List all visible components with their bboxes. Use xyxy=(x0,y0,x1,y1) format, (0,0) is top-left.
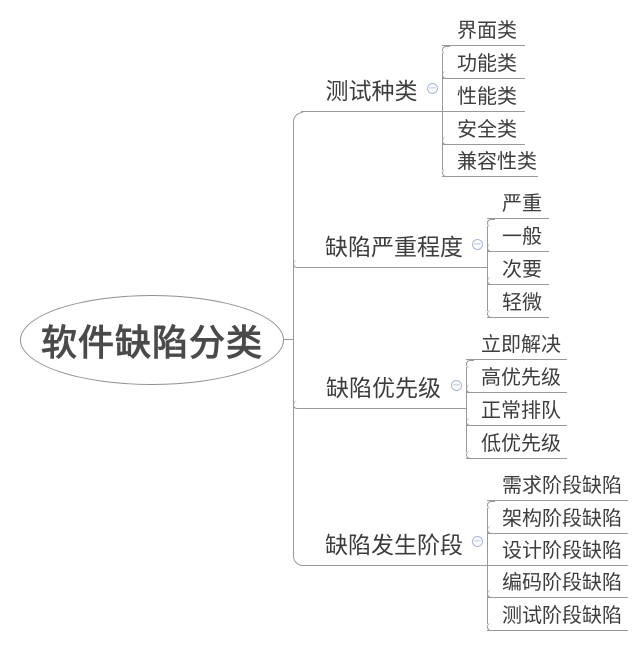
child-topic[interactable]: 次要 xyxy=(487,251,549,285)
branch-topic-label: 测试种类 xyxy=(325,78,418,105)
branch-topic-defect-severity[interactable]: 缺陷严重程度 xyxy=(301,222,487,268)
branch-topic-label: 缺陷发生阶段 xyxy=(325,532,463,559)
connector-child-trunk xyxy=(466,367,467,452)
child-topic-label: 编码阶段缺陷 xyxy=(502,570,622,594)
child-topic-label: 测试阶段缺陷 xyxy=(502,603,622,627)
child-topic[interactable]: 严重 xyxy=(487,185,549,219)
collapse-icon[interactable]: − xyxy=(451,380,462,391)
child-topic-label: 低优先级 xyxy=(481,431,561,455)
branch-topic-defect-phase[interactable]: 缺陷发生阶段 xyxy=(301,520,487,566)
child-topic[interactable]: 测试阶段缺陷 xyxy=(487,597,628,631)
root-topic[interactable]: 软件缺陷分类 xyxy=(20,295,284,385)
child-topic[interactable]: 低优先级 xyxy=(466,425,567,459)
child-topic-label: 高优先级 xyxy=(481,365,561,389)
child-topic-label: 架构阶段缺陷 xyxy=(502,506,622,530)
minus-glyph: − xyxy=(452,380,461,391)
connector-corner xyxy=(442,46,450,54)
branch-topic-defect-priority[interactable]: 缺陷优先级 xyxy=(301,363,466,409)
root-topic-label: 软件缺陷分类 xyxy=(40,323,263,364)
child-topic[interactable]: 编码阶段缺陷 xyxy=(487,564,628,598)
child-topic[interactable]: 安全类 xyxy=(442,111,525,145)
child-topic-label: 正常排队 xyxy=(481,398,561,422)
connector-corner xyxy=(293,112,303,122)
child-topic-label: 严重 xyxy=(502,191,542,215)
child-topic[interactable]: 正常排队 xyxy=(466,392,567,426)
child-topic-label: 需求阶段缺陷 xyxy=(502,473,622,497)
child-topic[interactable]: 高优先级 xyxy=(466,359,567,393)
child-topic[interactable]: 设计阶段缺陷 xyxy=(487,532,628,566)
child-topic[interactable]: 性能类 xyxy=(442,78,525,112)
child-topic[interactable]: 功能类 xyxy=(442,45,525,79)
minus-glyph: − xyxy=(473,536,482,547)
connector-main-trunk xyxy=(293,121,294,557)
collapse-icon[interactable]: − xyxy=(472,239,483,250)
child-topic[interactable]: 兼容性类 xyxy=(442,143,538,177)
child-topic-label: 性能类 xyxy=(457,84,517,108)
minus-glyph: − xyxy=(473,239,482,250)
connector-child-trunk xyxy=(487,226,488,311)
child-topic-label: 界面类 xyxy=(457,18,517,42)
child-topic[interactable]: 轻微 xyxy=(487,284,549,318)
branch-topic-test-types[interactable]: 测试种类 xyxy=(301,66,442,112)
connector-corner xyxy=(293,401,301,409)
branch-topic-label: 缺陷严重程度 xyxy=(325,234,463,261)
child-topic-label: 功能类 xyxy=(457,51,517,75)
child-topic[interactable]: 立即解决 xyxy=(466,326,567,360)
child-topic[interactable]: 界面类 xyxy=(442,12,525,46)
child-topic-label: 一般 xyxy=(502,224,542,248)
connector-root-tick xyxy=(283,339,293,340)
child-topic-label: 次要 xyxy=(502,257,542,281)
collapse-icon[interactable]: − xyxy=(472,536,483,547)
child-topic-label: 立即解决 xyxy=(481,332,561,356)
child-topic-label: 安全类 xyxy=(457,117,517,141)
child-topic[interactable]: 一般 xyxy=(487,218,549,252)
connector-corner xyxy=(487,219,495,227)
child-topic-label: 设计阶段缺陷 xyxy=(502,538,622,562)
collapse-icon[interactable]: − xyxy=(427,83,438,94)
child-topic[interactable]: 架构阶段缺陷 xyxy=(487,500,628,534)
connector-child-trunk xyxy=(487,508,488,624)
child-topic-label: 轻微 xyxy=(502,290,542,314)
branch-topic-label: 缺陷优先级 xyxy=(326,375,441,402)
child-topic-label: 兼容性类 xyxy=(457,149,537,173)
connector-corner xyxy=(487,501,495,509)
minus-glyph: − xyxy=(428,83,437,94)
connector-corner xyxy=(293,260,301,268)
connector-corner xyxy=(466,360,474,368)
child-topic[interactable]: 需求阶段缺陷 xyxy=(487,467,628,501)
